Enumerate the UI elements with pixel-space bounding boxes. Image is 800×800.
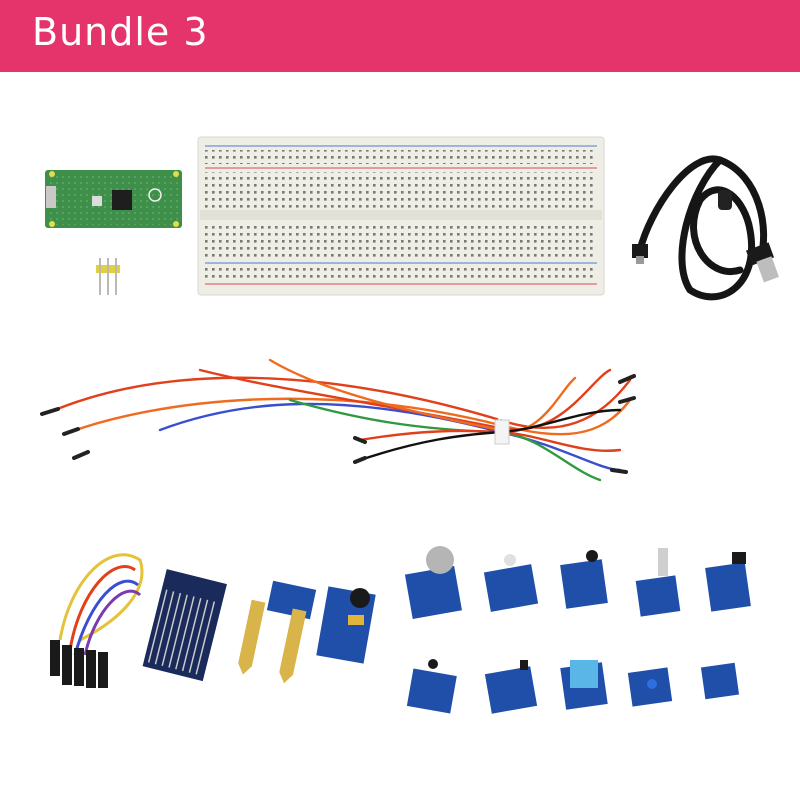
flame-detector-module	[316, 586, 376, 664]
header-pins	[96, 258, 120, 295]
sensor-module-flame	[406, 659, 457, 714]
pico-board	[45, 170, 182, 228]
sensor-module-gas	[404, 546, 462, 619]
sensor-module-humidity	[560, 660, 608, 710]
breadboard	[197, 136, 605, 296]
product-photo	[40, 136, 779, 714]
water-level-sensor	[142, 569, 227, 682]
usb-cable	[632, 155, 779, 301]
sensor-module-sound	[560, 550, 608, 609]
soil-moisture-sensor	[238, 580, 317, 684]
sensor-module-rotary	[635, 548, 681, 617]
sensor-module-temperature	[484, 660, 538, 714]
sensor-module-touch	[627, 667, 673, 707]
bundle-title: Bundle 3	[32, 10, 209, 54]
sensor-module-light	[483, 554, 539, 612]
dupont-cable-bundle	[50, 553, 144, 688]
bundle-banner: Bundle 3	[0, 0, 800, 72]
sensor-module-infrared	[705, 552, 751, 612]
sensor-module-hall	[700, 662, 740, 700]
jumper-wires	[40, 348, 636, 482]
